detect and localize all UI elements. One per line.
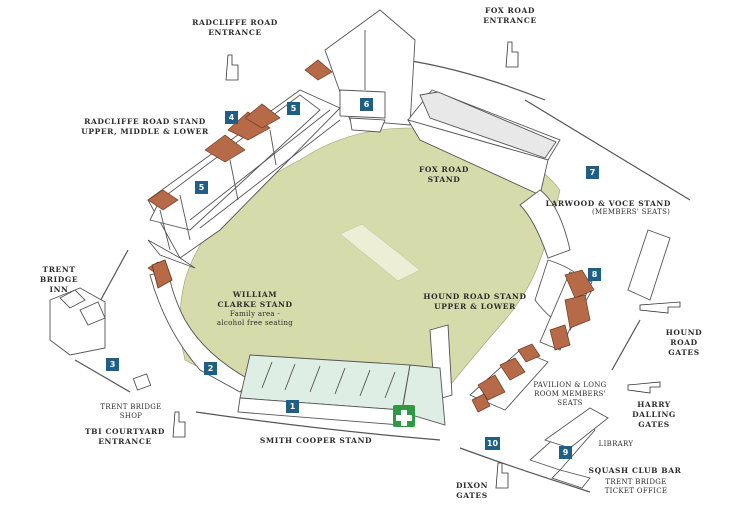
marker-7: 7 [586,166,599,179]
label-trent-bridge-inn: TRENT BRIDGE INN [39,265,79,294]
label-fox-entrance: FOX ROAD ENTRANCE [483,6,537,25]
label-radcliffe-stand: RADCLIFFE ROAD STAND UPPER, MIDDLE & LOW… [81,117,209,136]
marker-9: 9 [559,446,572,459]
label-squash-club-bar: SQUASH CLUB BAR [588,466,682,475]
label-hound-road-gates: HOUND ROAD GATES [665,328,703,357]
william-clarke-stand [149,259,251,393]
label-william-clarke-stand: WILLIAM CLARKE STAND [217,290,293,309]
label-tbi-courtyard: TBI COURTYARD ENTRANCE [85,427,165,446]
marker-5-upper: 5 [287,102,300,115]
perimeter-lines [74,59,691,493]
label-hound-road-stand: HOUND ROAD STAND UPPER & LOWER [423,292,527,311]
label-harry-dalling-gates: HARRY DALLING GATES [632,400,676,429]
label-larwood-stand: LARWOOD & VOCE STAND [545,199,671,208]
label-fox-road-stand: FOX ROAD STAND [418,165,470,184]
shop-building [132,373,152,391]
radcliffe-road-stand [147,89,341,269]
media-centre [324,9,416,133]
marker-5-lower: 5 [195,181,208,194]
label-dixon-gates: DIXON GATES [455,481,489,500]
label-ticket-office: TRENT BRIDGE TICKET OFFICE [604,478,668,495]
pointing-hand-icon [172,41,681,489]
cricket-square [339,223,421,282]
marker-10: 10 [485,437,500,450]
label-smith-cooper-stand: SMITH COOPER STAND [259,436,373,445]
label-trent-bridge-shop: TRENT BRIDGE SHOP [100,403,162,420]
label-william-clarke-sub: Family area - alcohol free seating [216,310,294,327]
label-radcliffe-entrance: RADCLIFFE ROAD ENTRANCE [192,18,278,37]
smith-cooper-stand [237,354,446,426]
label-pavilion: PAVILION & LONG ROOM MEMBERS' SEATS [533,381,607,407]
marker-4: 4 [225,111,238,124]
fox-road-stand [407,89,561,196]
marker-1: 1 [286,400,299,413]
pavilion-roofs [471,343,541,413]
trent-bridge-inn-building [49,287,106,356]
marker-2: 2 [204,362,217,375]
squash-club-buildings [529,407,609,489]
marker-6: 6 [360,98,373,111]
radcliffe-roofs [147,59,333,277]
hound-road-roofs [549,269,595,351]
marker-8: 8 [588,268,601,281]
larwood-voce-stand [519,189,671,301]
marker-3: 3 [106,358,119,371]
label-larwood-sub: (MEMBERS' SEATS) [592,208,671,216]
label-library: LIBRARY [598,440,634,448]
